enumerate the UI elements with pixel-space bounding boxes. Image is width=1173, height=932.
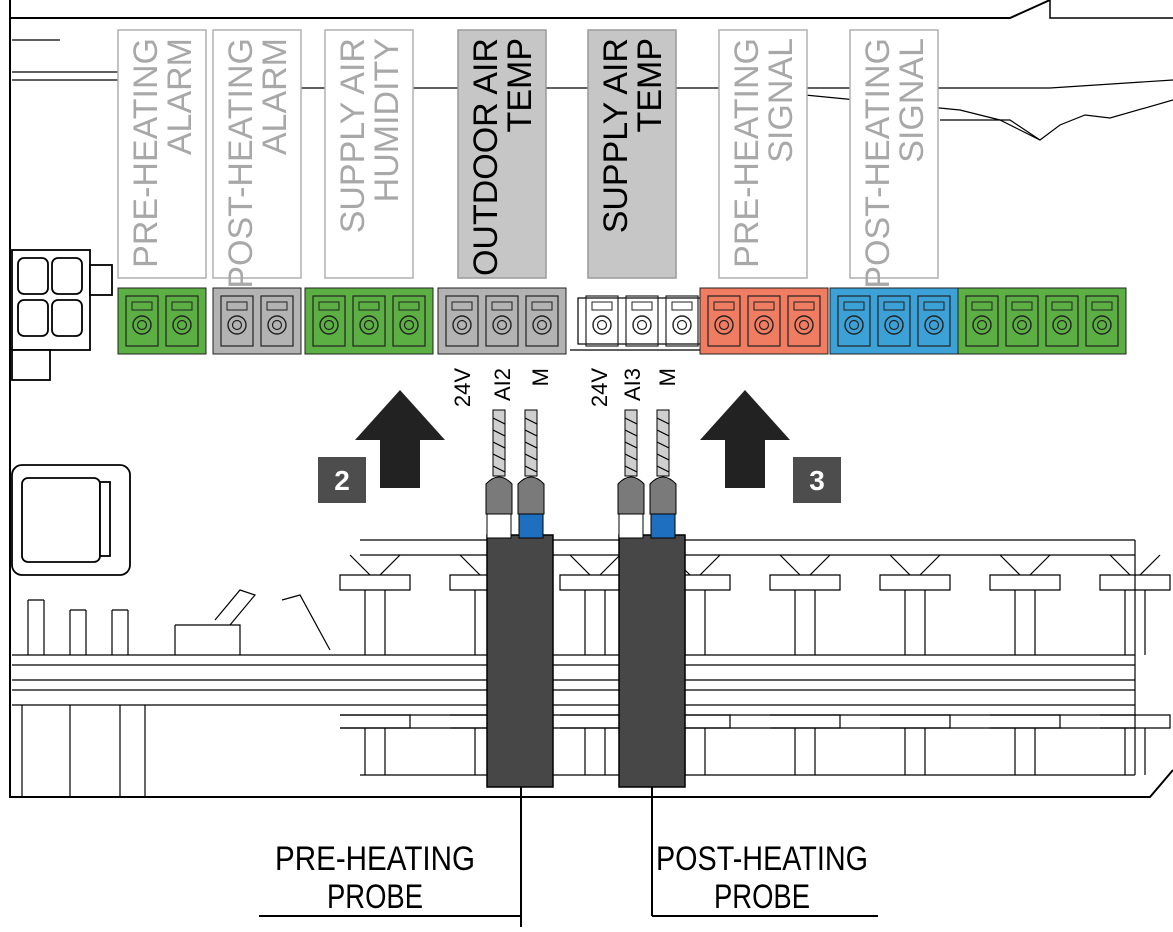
label-card-2-line-2: ALARM xyxy=(256,38,294,155)
terminal-block-2 xyxy=(212,287,302,355)
callout-pre-heating-line1: PRE-HEATING xyxy=(275,840,475,878)
terminal-block-3 xyxy=(304,287,434,355)
label-card-1-line-2: ALARM xyxy=(161,38,199,155)
callout-lines xyxy=(259,787,878,927)
probe-cables xyxy=(485,409,686,788)
step-number-3: 3 xyxy=(809,465,825,496)
label-card-5-line-2: TEMP xyxy=(631,38,669,132)
step-badge-3: 3 xyxy=(793,457,841,503)
step-number-2: 2 xyxy=(334,465,350,496)
insert-arrow-2 xyxy=(355,390,445,488)
probe-cable-post-heating xyxy=(617,409,686,788)
label-card-6-line-2: SIGNAL xyxy=(762,38,800,163)
probe-cable-pre-heating xyxy=(485,409,554,788)
insert-arrow-3 xyxy=(700,390,790,488)
callout-pre-heating-line2: PROBE xyxy=(327,878,423,916)
terminal-block-6 xyxy=(699,287,829,355)
terminal-block-1 xyxy=(117,287,207,355)
terminal-blocks xyxy=(117,287,1127,355)
pin-labels: 24V AI2 M 24V AI3 M xyxy=(450,368,680,407)
terminal-block-8 xyxy=(957,287,1127,355)
terminal-block-4 xyxy=(437,287,567,355)
terminal-block-5 xyxy=(570,295,714,351)
label-card-3-line-1: SUPPLY AIR xyxy=(334,38,372,233)
label-card-1-line-1: PRE-HEATING xyxy=(127,38,165,268)
side-connector xyxy=(11,249,131,576)
board-outline xyxy=(9,0,1173,798)
step-badge-2: 2 xyxy=(318,457,366,503)
label-card-3-line-2: HUMIDITY xyxy=(368,38,406,202)
insert-arrows xyxy=(355,390,790,488)
callout-post-heating-line1: POST-HEATING xyxy=(656,840,868,878)
label-card-7-line-2: SIGNAL xyxy=(893,38,931,163)
label-card-7-line-1: POST-HEATING xyxy=(859,38,897,289)
label-card-4-line-2: TEMP xyxy=(501,38,539,132)
pin-label-pin_labels_a-1: 24V xyxy=(450,368,475,407)
callout-post-heating-line2: PROBE xyxy=(714,878,810,916)
label-card-2-line-1: POST-HEATING xyxy=(222,38,260,289)
pin-label-pin_labels_b-2: AI3 xyxy=(620,368,645,401)
pin-label-pin_labels_a-3: M xyxy=(528,368,553,386)
pin-label-pin_labels_a-2: AI2 xyxy=(490,368,515,401)
pin-label-pin_labels_b-1: 24V xyxy=(587,368,612,407)
label-card-6-line-1: PRE-HEATING xyxy=(728,38,766,268)
terminal-block-7 xyxy=(829,287,959,355)
label-card-5-line-1: SUPPLY AIR xyxy=(597,38,635,233)
label-card-4-line-1: OUTDOOR AIR xyxy=(467,38,505,276)
pin-label-pin_labels_b-3: M xyxy=(655,368,680,386)
cable-tray xyxy=(12,539,1136,797)
